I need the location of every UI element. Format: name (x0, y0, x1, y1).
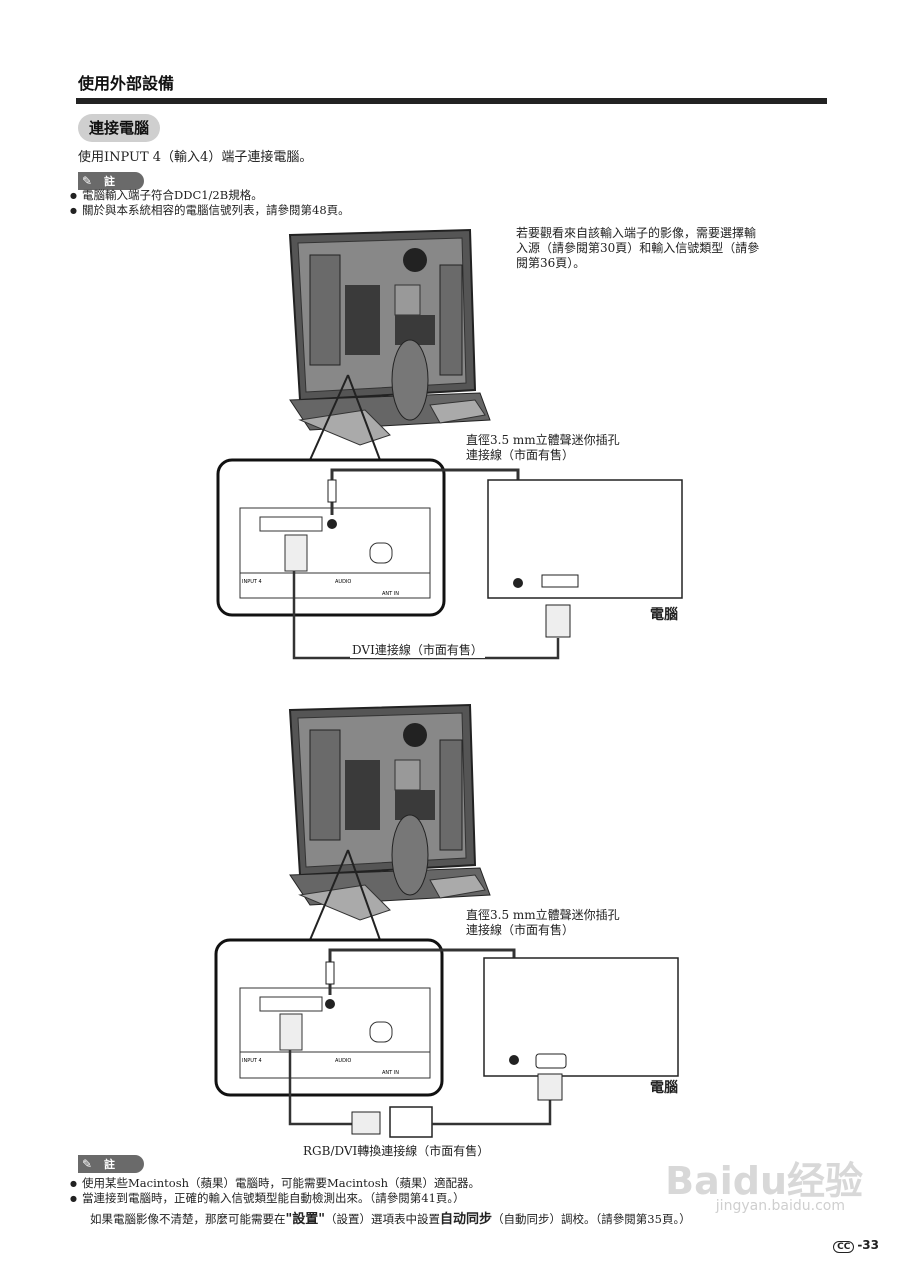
diagram-dvi: INPUT 4 AUDIO ANT IN (216, 228, 683, 660)
audio-cable-caption-1: 直徑3.5 mm立體聲迷你插孔 (466, 433, 620, 447)
pencil-icon: ✎ (81, 174, 93, 188)
note-tag-label: 註 (104, 1158, 115, 1171)
page-number: CC-33 (833, 1238, 879, 1253)
rgb-dvi-adapter (389, 1106, 433, 1138)
note-tag: ✎註 (78, 172, 144, 190)
audio-cable-caption-2: 連接線（市面有售） (466, 923, 575, 937)
note-continuation: 如果電腦影像不清楚，那麼可能需要在"設置"（設置）選項表中設置自动同步（自動同步… (90, 1208, 691, 1227)
page-number-value: -33 (857, 1238, 879, 1252)
audio-jack (325, 999, 335, 1009)
panel-antin-label: ANT IN (382, 1070, 399, 1076)
section-title: 連接電腦 (78, 114, 160, 142)
panel-audio-label: AUDIO (335, 579, 351, 585)
watermark-logo: Baidu经验 (665, 1159, 863, 1203)
note-tag-label: 註 (104, 175, 115, 188)
note-tag: ✎註 (78, 1155, 144, 1173)
section-header: 使用外部設備 (78, 74, 175, 93)
text-span: 如果電腦影像不清楚，那麼可能需要在 (90, 1212, 286, 1226)
rgb-cable (288, 1050, 352, 1126)
pencil-icon: ✎ (81, 1157, 93, 1171)
panel-input4-label: INPUT 4 (242, 1058, 262, 1064)
region-icon: CC (833, 1241, 855, 1253)
list-item: 電腦輸入端子符合DDC1/2B規格。 (70, 188, 350, 203)
panel-input4-label: INPUT 4 (242, 579, 262, 585)
text-span: （設置）選項表中設置 (325, 1212, 441, 1226)
auto-sync-term: 自动同步 (440, 1212, 493, 1227)
dvi-port (259, 516, 323, 532)
list-item: 當連接到電腦時，正確的輸入信號類型能自動檢測出來。（請參閱第41頁。） (70, 1191, 480, 1206)
pc-box (487, 479, 683, 599)
watermark-url: jingyan.baidu.com (715, 1198, 845, 1214)
tv-back-illustration (288, 703, 491, 921)
dvi-port (259, 996, 323, 1012)
list-item: 使用某些Macintosh（蘋果）電腦時，可能需要Macintosh（蘋果）適配… (70, 1176, 480, 1191)
list-item: 關於與本系統相容的電腦信號列表，請參閱第48頁。 (70, 203, 350, 218)
rgb-cable-caption: RGB/DVI轉換連接線（市面有售） (303, 1144, 490, 1158)
side-note: 若要觀看來自該輸入端子的影像，需要選擇輸入源（請參閱第30頁）和輸入信號類型（請… (516, 226, 760, 270)
diagram-rgb: INPUT 4 AUDIO ANT IN (214, 703, 679, 1138)
text-span: （自動同步）調校。（請參閱第35頁。） (492, 1212, 691, 1226)
dvi-cable (292, 571, 560, 660)
header-rule (76, 98, 827, 104)
dvi-cable-caption: DVI連接線（市面有售） (350, 641, 485, 658)
pc-label: 電腦 (650, 607, 678, 623)
panel-audio-label: AUDIO (335, 1058, 351, 1064)
audio-cable-caption-2: 連接線（市面有售） (466, 448, 575, 462)
intro-text: 使用INPUT 4（輸入4）端子連接電腦。 (78, 150, 313, 165)
audio-jack (327, 519, 337, 529)
panel-antin-label: ANT IN (382, 591, 399, 597)
note-list: 電腦輸入端子符合DDC1/2B規格。 關於與本系統相容的電腦信號列表，請參閱第4… (70, 188, 350, 218)
setup-menu-term: "設置" (285, 1212, 326, 1227)
audio-cable-caption-1: 直徑3.5 mm立體聲迷你插孔 (466, 908, 620, 922)
tv-back-illustration (288, 228, 491, 446)
note-list: 使用某些Macintosh（蘋果）電腦時，可能需要Macintosh（蘋果）適配… (70, 1176, 480, 1206)
pc-label: 電腦 (650, 1080, 678, 1096)
